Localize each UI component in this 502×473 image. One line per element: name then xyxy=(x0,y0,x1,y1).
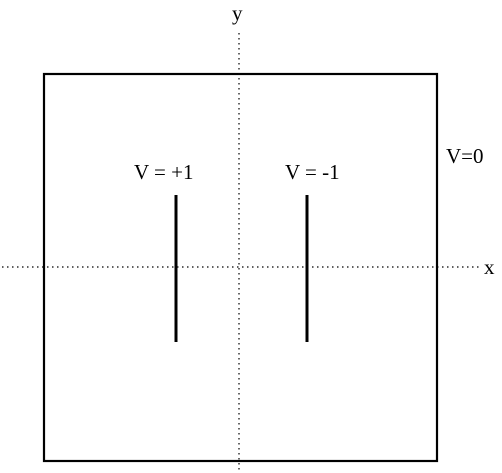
y-axis-label: y xyxy=(232,1,243,25)
boundary-potential-label: V=0 xyxy=(446,144,484,168)
positive-plate-label: V = +1 xyxy=(134,160,193,184)
x-axis-label: x xyxy=(484,255,495,279)
boundary-box xyxy=(42,72,439,463)
negative-plate-label: V = -1 xyxy=(285,160,340,184)
